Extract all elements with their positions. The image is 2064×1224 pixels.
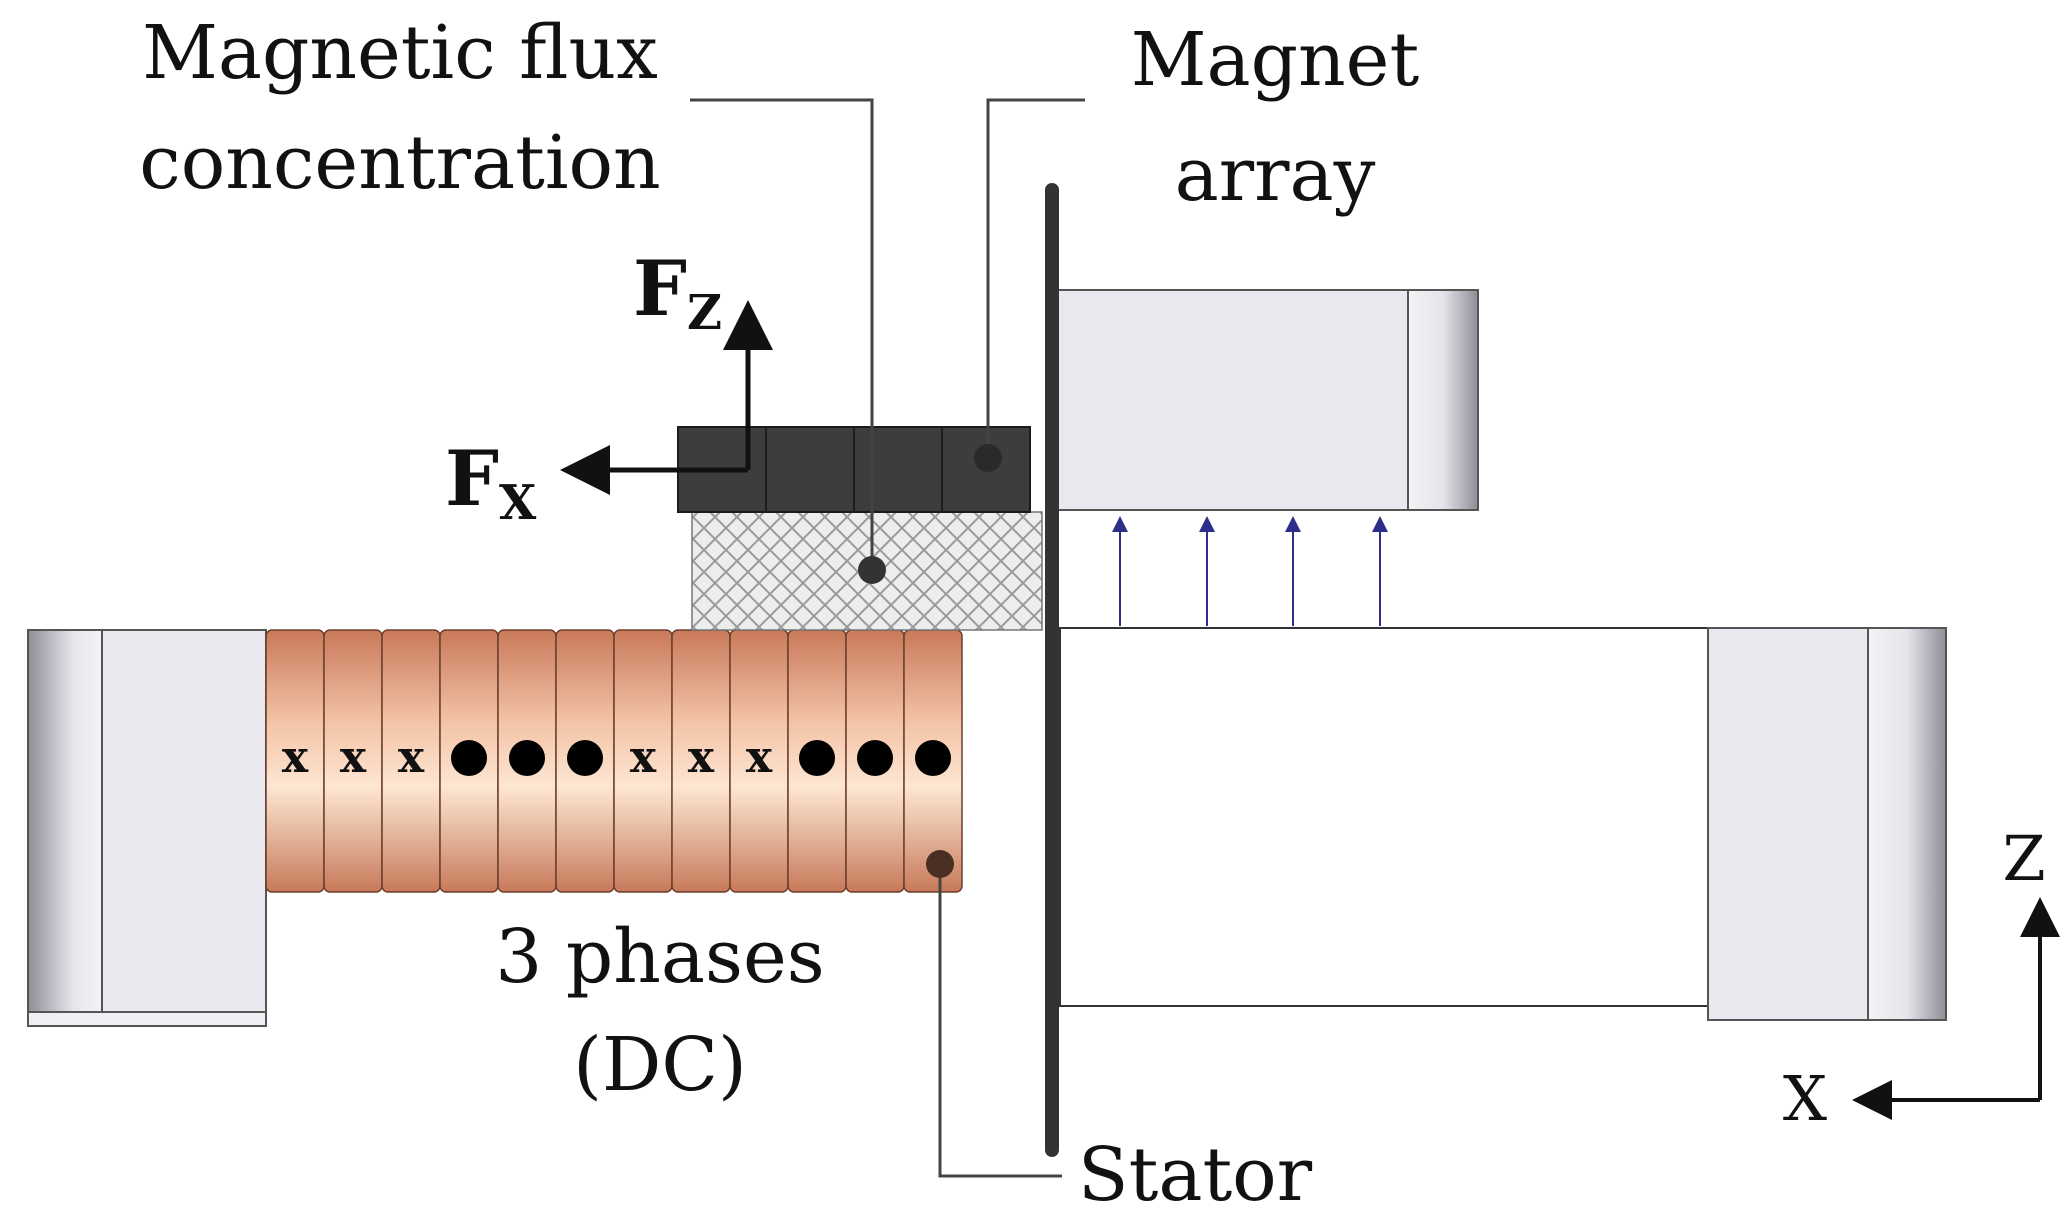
x-axis-label: X <box>1783 1062 1827 1135</box>
current-in-cross: x <box>398 732 425 783</box>
right-mover-body <box>1059 627 1947 1021</box>
flux-field-arrows <box>1112 516 1388 626</box>
magnet-segment <box>853 426 943 513</box>
stator-label: Stator <box>1078 1132 1313 1218</box>
magnet-segment <box>765 426 855 513</box>
current-in-cross: x <box>282 732 309 783</box>
current-out-dot <box>451 740 487 776</box>
flux-leader-line <box>690 98 874 567</box>
current-out-dot <box>857 740 893 776</box>
force-vectors <box>560 300 773 495</box>
current-in-cross: x <box>630 732 657 783</box>
current-in-cross: x <box>340 732 367 783</box>
stator-leader-line <box>938 864 1062 1178</box>
current-out-dot <box>799 740 835 776</box>
flux-leader-dot <box>858 556 886 584</box>
stator-leader-dot <box>926 850 954 878</box>
current-out-dot <box>567 740 603 776</box>
current-out-dot <box>509 740 545 776</box>
magnet-label-line2: array <box>1175 132 1376 218</box>
upper-frame-block <box>1057 289 1479 511</box>
phases-label-line2: (DC) <box>573 1022 747 1108</box>
magnet-leader-dot <box>974 444 1002 472</box>
fx-label: FX <box>445 434 537 531</box>
flux-label-line1: Magnetic flux <box>142 10 658 96</box>
magnet-label-line1: Magnet <box>1131 17 1420 103</box>
current-out-dot <box>915 740 951 776</box>
magnet-leader-line <box>986 98 1085 455</box>
flux-label-line2: concentration <box>139 120 660 206</box>
phases-label-line1: 3 phases <box>495 914 825 1000</box>
current-in-cross: x <box>746 732 773 783</box>
fz-label: FZ <box>633 244 722 341</box>
current-in-cross: x <box>688 732 715 783</box>
z-axis-label: Z <box>2002 822 2045 895</box>
left-end-frame <box>27 629 267 1027</box>
axis-indicator <box>1852 897 2060 1120</box>
